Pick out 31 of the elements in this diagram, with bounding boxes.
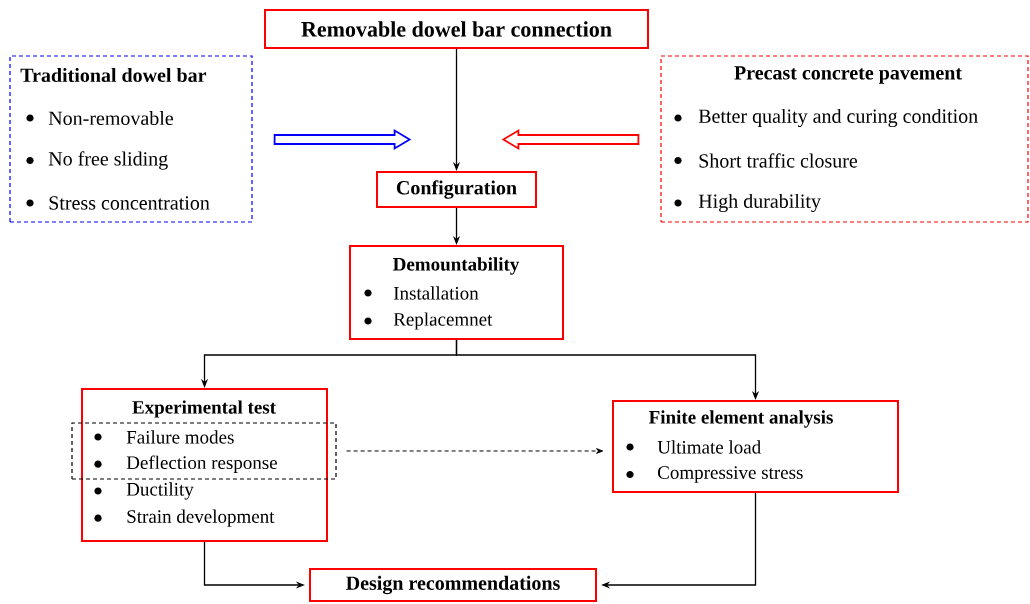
process-box	[612, 400, 899, 493]
dashed-arrow	[346, 448, 604, 454]
box-heading: Precast concrete pavement	[734, 66, 962, 84]
title-box: Removable dowel bar connection	[264, 9, 649, 49]
highlight-box	[71, 422, 337, 480]
process-box: Configuration	[376, 171, 537, 208]
bullet-item: Replacemnet	[364, 312, 493, 330]
bullet-item: Failure modes	[94, 430, 234, 444]
process-box	[349, 245, 564, 340]
info-box	[9, 55, 253, 223]
box-heading: Demountability	[393, 257, 520, 275]
bullet-item: Strain development	[94, 509, 275, 527]
box-heading: Traditional dowel bar	[20, 67, 207, 83]
bullet-item: Deflection response	[94, 455, 277, 473]
bullet-item: Stress concentration	[26, 196, 210, 210]
info-box	[660, 55, 1029, 223]
block-arrow	[501, 128, 640, 151]
box-heading: Finite element analysis	[649, 410, 833, 428]
block-arrow	[273, 128, 412, 151]
process-box: Design recommendations	[309, 568, 597, 602]
bullet-item: Non-removable	[26, 110, 174, 126]
process-box	[81, 388, 328, 542]
bullet-item: Ductility	[94, 482, 194, 500]
bullet-item: No free sliding	[26, 151, 168, 170]
bullet-item: Compressive stress	[626, 466, 803, 483]
bullet-item: Installation	[364, 286, 479, 300]
bullet-item: Ultimate load	[626, 440, 761, 454]
bullet-item: Short traffic closure	[674, 153, 858, 168]
bullet-item: High durability	[674, 193, 821, 213]
box-heading: Experimental test	[132, 400, 276, 418]
bullet-item: Better quality and curing condition	[674, 108, 978, 128]
